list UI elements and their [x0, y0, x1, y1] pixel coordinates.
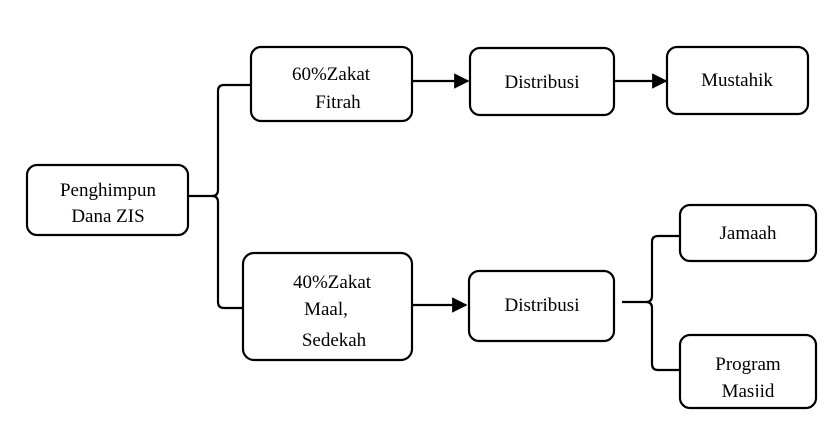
- node-text-line: Masjid: [722, 381, 775, 402]
- node-text-line: Dana ZIS: [71, 206, 144, 227]
- node-distribusi-top: Distribusi: [468, 46, 616, 117]
- node-zakat-maal-sedekah: 40%Zakat Maal, Sedekah: [241, 251, 414, 362]
- node-jamaah: Jamaah: [678, 203, 818, 263]
- node-zakat-fitrah: 60%Zakat Fitrah: [249, 45, 414, 123]
- node-text-line: Mustahik: [701, 70, 773, 91]
- node-text-line: Distribusi: [505, 295, 580, 316]
- node-text-line: Maal,: [304, 299, 348, 320]
- node-text-line: 40%Zakat: [293, 272, 372, 293]
- node-penghimpun-dana-zis: Penghimpun Dana ZIS: [25, 163, 190, 237]
- node-text-line: Jamaah: [720, 223, 777, 244]
- brace-distribusi-bottom: [622, 234, 680, 372]
- node-text-line: Fitrah: [315, 92, 361, 113]
- brace-source: [188, 83, 250, 310]
- node-text-line: Sedekah: [302, 330, 367, 351]
- node-text-line: 60%Zakat: [292, 64, 371, 85]
- node-text-line: Program: [715, 354, 781, 375]
- node-text-line: Penghimpun: [60, 180, 157, 201]
- node-program-masjid: Program Masjid: [678, 333, 818, 410]
- node-text-line: Distribusi: [505, 72, 580, 93]
- node-distribusi-bottom: Distribusi: [467, 269, 616, 343]
- node-mustahik: Mustahik: [665, 45, 810, 116]
